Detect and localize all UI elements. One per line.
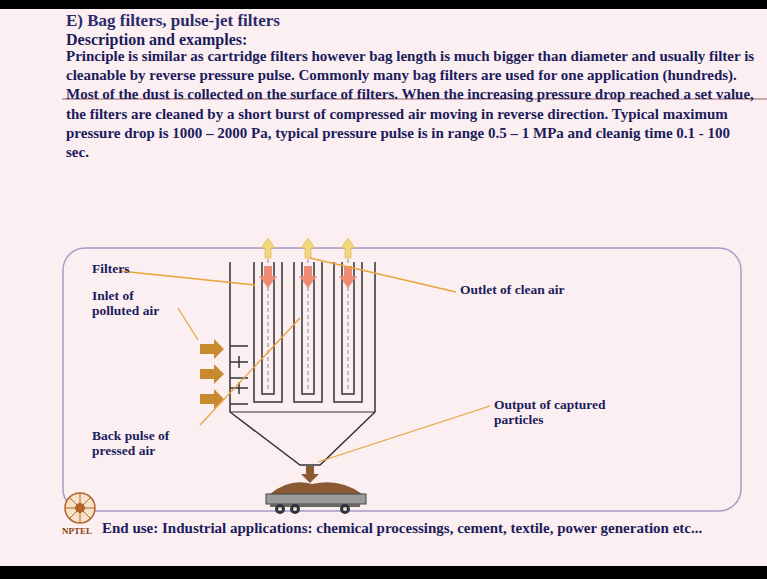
callout-label: Output of captured particles [494, 397, 644, 427]
bottom-band [0, 566, 767, 579]
logo [65, 493, 95, 523]
end-use-text: End use: Industrial applications: chemic… [102, 519, 752, 538]
top-band [0, 0, 767, 9]
callout-label: Filters [92, 261, 136, 276]
callout-label: Back pulse of pressed air [92, 428, 198, 458]
description-text: Principle is similar as cartridge filter… [66, 47, 756, 162]
section-heading: Description and examples: [66, 31, 566, 49]
callout-label: Outlet of clean air [460, 282, 572, 297]
callout-label: Inlet of polluted air [92, 288, 176, 318]
slide-title: E) Bag filters, pulse-jet filters [66, 11, 756, 31]
logo-text: NPTEL [62, 526, 102, 536]
